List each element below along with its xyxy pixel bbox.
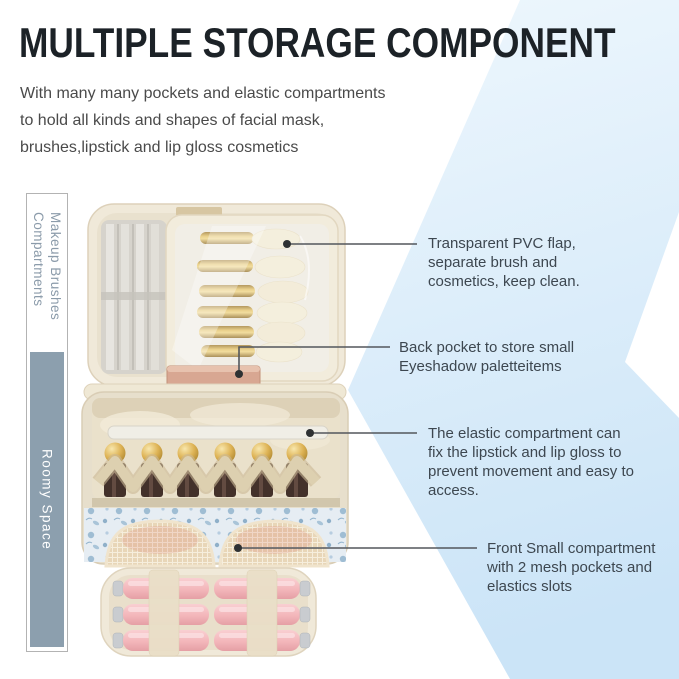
label-makeup-brushes-compartments: Makeup Brushes Compartments — [27, 194, 67, 349]
page-title: MULTIPLE STORAGE COMPONENT — [19, 19, 616, 66]
mesh-pockets — [104, 519, 330, 568]
callout-dot-2 — [235, 370, 243, 378]
callout-dot-3 — [306, 429, 314, 437]
callout-line-2 — [238, 346, 390, 374]
callout-dots — [234, 240, 314, 552]
sidebar-bottom-label: Roomy Space — [39, 448, 55, 551]
annotation-back-pocket: Back pocket to store small Eyeshadow pal… — [399, 339, 575, 375]
subtitle-line: With many many pockets and elastic compa… — [20, 85, 386, 102]
left-label-bar: Makeup Brushes Compartments Roomy Space — [26, 193, 68, 652]
subtitle: With many many pockets and elastic compa… — [20, 80, 385, 161]
lipstick-row — [92, 442, 340, 507]
lid-elastic-pockets — [101, 220, 167, 374]
makeup-bag-photo — [81, 203, 349, 657]
callout-dot-1 — [283, 240, 291, 248]
pvc-window — [165, 214, 339, 382]
annotation-pvc-flap: Transparent PVC flap, separate brush and… — [428, 235, 580, 290]
bottle-case — [100, 567, 317, 657]
background-chevron — [348, 0, 679, 679]
sidebar-top-label-line2: Compartments — [31, 212, 46, 307]
makeup-brushes — [197, 228, 309, 363]
subtitle-line: to hold all kinds and shapes of facial m… — [20, 112, 325, 129]
pink-bottles — [112, 578, 311, 651]
annotation-elastic-compartment: The elastic compartment can fix the lips… — [428, 425, 634, 499]
annotation-front-compartment: Front Small compartment with 2 mesh pock… — [487, 540, 656, 595]
callout-lines — [238, 243, 477, 549]
label-roomy-space: Roomy Space — [30, 352, 64, 647]
sidebar-top-label-line1: Makeup Brushes — [48, 212, 63, 321]
subtitle-line: brushes,lipstick and lip gloss cosmetics — [20, 139, 299, 156]
elastic-strap-right — [246, 569, 278, 657]
callout-dot-4 — [234, 544, 242, 552]
elastic-strap-left — [148, 569, 180, 657]
